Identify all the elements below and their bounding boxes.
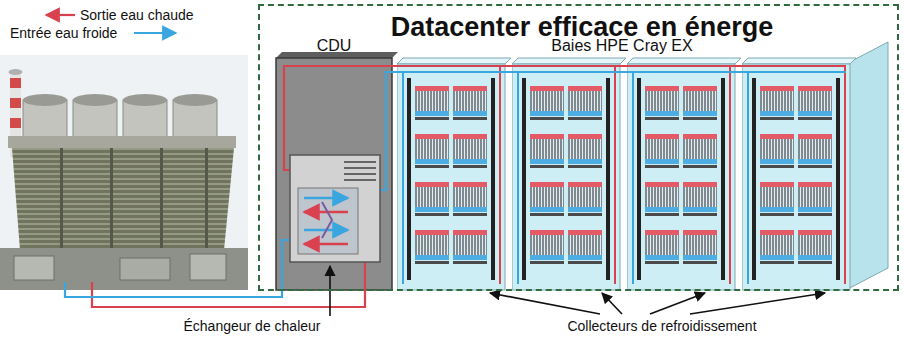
rack [742, 58, 856, 290]
rack-group-label: Baies HPE Cray EX [551, 37, 692, 55]
cdu-cabinet: CDU [276, 58, 392, 290]
callout-label: Collecteurs de refroidissement [567, 318, 756, 334]
cdu-cabinet-drawing [276, 52, 398, 290]
hot-water-arrow [46, 14, 75, 16]
cooling-tower [0, 55, 248, 290]
callout-label: Échangeur de chaleur [184, 318, 321, 334]
rack [512, 58, 626, 290]
leader-lines [330, 266, 825, 316]
water-pipes [65, 66, 846, 307]
rack [627, 58, 741, 290]
cold-water-arrow [134, 32, 176, 34]
heat-exchanger [290, 155, 380, 262]
cdu-label: CDU [317, 37, 352, 55]
rack [397, 58, 511, 290]
legend-text: Entrée eau froide [10, 25, 117, 41]
legend-text: Sortie eau chaude [80, 7, 194, 23]
rack-row [397, 42, 888, 290]
